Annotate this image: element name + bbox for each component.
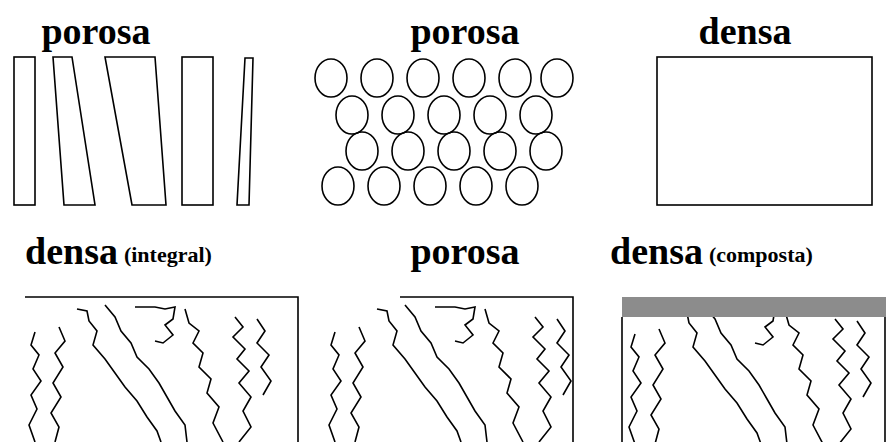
membrane-type-label: densa xyxy=(699,12,792,50)
spherical-pores xyxy=(315,59,573,205)
membrane-type-label: porosa xyxy=(41,12,150,50)
integral-membrane xyxy=(25,297,298,442)
membrane-type-label: densa xyxy=(25,232,118,270)
slab-pores xyxy=(14,57,253,205)
membrane-type-label: porosa xyxy=(410,232,519,270)
membrane-type-label: (integral) xyxy=(124,244,212,266)
membrane-type-label: densa xyxy=(610,232,703,270)
porous-membrane xyxy=(329,297,573,442)
membrane-type-label: (composta) xyxy=(709,244,813,266)
dense-block xyxy=(657,57,872,205)
composite-membrane xyxy=(622,297,886,442)
membrane-type-label: porosa xyxy=(410,12,519,50)
